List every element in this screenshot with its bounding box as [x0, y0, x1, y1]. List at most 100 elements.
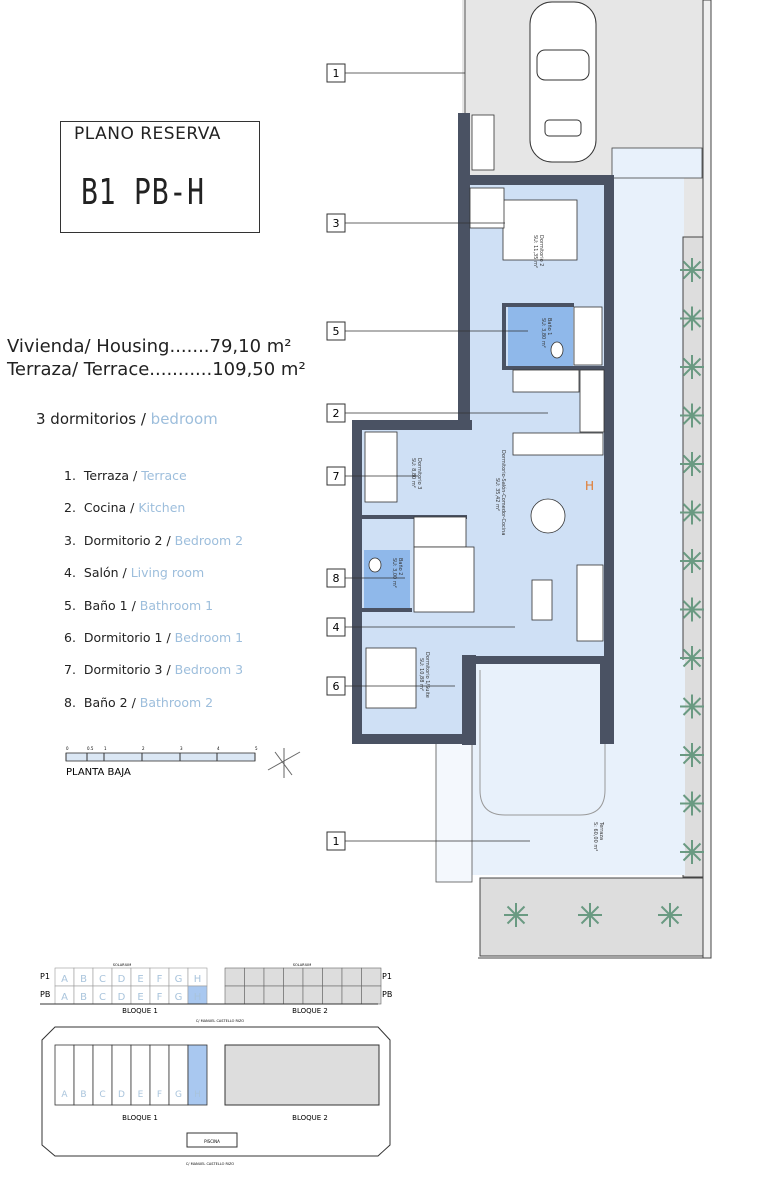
block1-label-top: BLOQUE 1	[122, 1007, 158, 1015]
scale-tick-label: 3	[180, 746, 183, 751]
unit-footprint-letter: E	[138, 1090, 144, 1100]
block2-cell	[361, 985, 382, 1005]
legend-en: Bathroom 1	[139, 597, 214, 613]
legend-item: 6. Dormitorio 1 / Bedroom 1	[64, 630, 243, 645]
scale-label: PLANTA BAJA	[66, 767, 131, 778]
palm-icon	[680, 549, 704, 573]
legend-en: Bedroom 3	[174, 662, 244, 678]
stove	[579, 369, 605, 433]
unit-footprint-letter: A	[61, 1090, 68, 1100]
label-dorm2-name: Dormitorio 2	[538, 235, 544, 266]
street-label-top: C/ MANUEL CASTELLO RIZO	[196, 1019, 245, 1023]
pergola-outline	[479, 670, 606, 816]
unit-letter: H	[194, 974, 202, 985]
unit-letter: E	[137, 974, 143, 985]
scale-bar: 0 0.5 1 2 3 4 5 PLANTA BAJA	[65, 746, 301, 778]
legend-es: Salón /	[83, 565, 131, 581]
label-bano2-name: Baño 2	[397, 558, 403, 576]
legend-item: 3. Dormitorio 2 / Bedroom 2	[64, 533, 243, 548]
housing-area: Vivienda/ Housing.......79,10 m²	[7, 336, 292, 357]
scale-tick-label: 4	[217, 746, 220, 751]
legend-item: 1. Terraza / Terrace	[64, 468, 187, 483]
legend-item: 8. Baño 2 / Bathroom 2	[64, 695, 213, 710]
palm-icon	[680, 646, 704, 670]
palm-icon	[680, 840, 704, 864]
label-dorm2-area: SU: 11,35 m²	[532, 235, 538, 268]
block2-footprint	[224, 1044, 380, 1106]
scale-tick-label: 0.5	[87, 746, 94, 751]
block2-cell	[224, 967, 245, 987]
scale-tick-label: 2	[142, 746, 145, 751]
dining-table	[530, 498, 566, 534]
block2-cell	[361, 967, 382, 987]
legend-num: 5.	[64, 597, 76, 613]
front-terrace	[440, 660, 685, 875]
closet	[413, 546, 475, 613]
legend-item: 5. Baño 1 / Bathroom 1	[64, 598, 213, 613]
bed-2	[502, 199, 578, 261]
unit-footprint-letter: B	[80, 1090, 86, 1100]
legend-es: Baño 2 /	[83, 694, 140, 710]
scale-tick-label: 5	[255, 746, 258, 751]
legend-en: Kitchen	[138, 500, 186, 516]
palm-icon	[680, 791, 704, 816]
floor-label: PB	[40, 990, 50, 999]
block2-cell	[322, 985, 343, 1005]
unit-letter: A	[61, 992, 68, 1003]
unit-letter: G	[175, 992, 183, 1003]
unit-footprint-letter: C	[99, 1090, 105, 1100]
unit-letter: E	[137, 992, 143, 1003]
callout-number: 1	[333, 835, 340, 848]
scale-tick-label: 0	[66, 746, 69, 751]
legend-item: 2. Cocina / Kitchen	[64, 500, 185, 515]
label-dorm1-name: Dormitorio 1/Suite	[424, 652, 430, 698]
floor-label-right: PB	[382, 990, 392, 999]
legend-es: Dormitorio 2 /	[83, 532, 175, 548]
toilet-2	[368, 557, 382, 573]
unit-footprint[interactable]	[187, 1044, 208, 1106]
unit-footprint-letter: H	[194, 1090, 201, 1100]
bathroom-1	[508, 306, 573, 366]
legend-es: Dormitorio 3 /	[83, 662, 175, 678]
block2-cell	[224, 985, 245, 1005]
toilet-1	[550, 341, 564, 359]
unit-letter: B	[80, 992, 87, 1003]
wardrobe-2	[469, 187, 505, 229]
legend-es: Cocina /	[83, 500, 139, 516]
block2-cell	[341, 985, 362, 1005]
palm-icon	[680, 743, 704, 767]
block2-cell	[283, 967, 304, 987]
callout-number: 5	[333, 325, 340, 338]
sofa	[576, 564, 604, 642]
scale-tick-label: 1	[104, 746, 107, 751]
label-bano1-area: SU: 3,80 m²	[540, 318, 546, 348]
kitchen-counter	[512, 369, 580, 393]
room-labels: Dormitorio 2 SU: 11,35 m² Baño 1 SU: 3,8…	[391, 235, 604, 851]
label-bano1-name: Baño 1	[546, 318, 552, 336]
solarium-label-2: SOLARIUM	[293, 963, 311, 967]
palm-icon	[658, 903, 682, 927]
legend-num: 8.	[64, 694, 76, 710]
label-terraza-name: Terraza	[598, 821, 604, 840]
wardrobe-1	[413, 516, 467, 548]
legend-en: Living room	[130, 565, 205, 581]
unit-letter: H	[194, 992, 202, 1003]
block2-cell	[302, 967, 323, 987]
floor-label: P1	[40, 972, 50, 981]
palm-icon	[680, 403, 704, 428]
kitchen-island	[512, 432, 604, 456]
block2-cell	[244, 985, 265, 1005]
utility	[471, 114, 495, 171]
block2-cell	[263, 985, 284, 1005]
legend-es: Terraza /	[83, 468, 142, 483]
palm-icon	[680, 452, 704, 476]
coffee-table	[531, 579, 553, 621]
pool	[186, 1132, 238, 1148]
palm-icon	[578, 903, 602, 927]
label-dorm3-name: Dormitorio 3	[416, 458, 422, 489]
legend-en: Terrace	[141, 468, 187, 483]
bed-1	[365, 647, 417, 709]
unit-letter: B	[80, 974, 87, 985]
palm-icon	[680, 258, 704, 282]
legend-num: 2.	[64, 500, 76, 516]
